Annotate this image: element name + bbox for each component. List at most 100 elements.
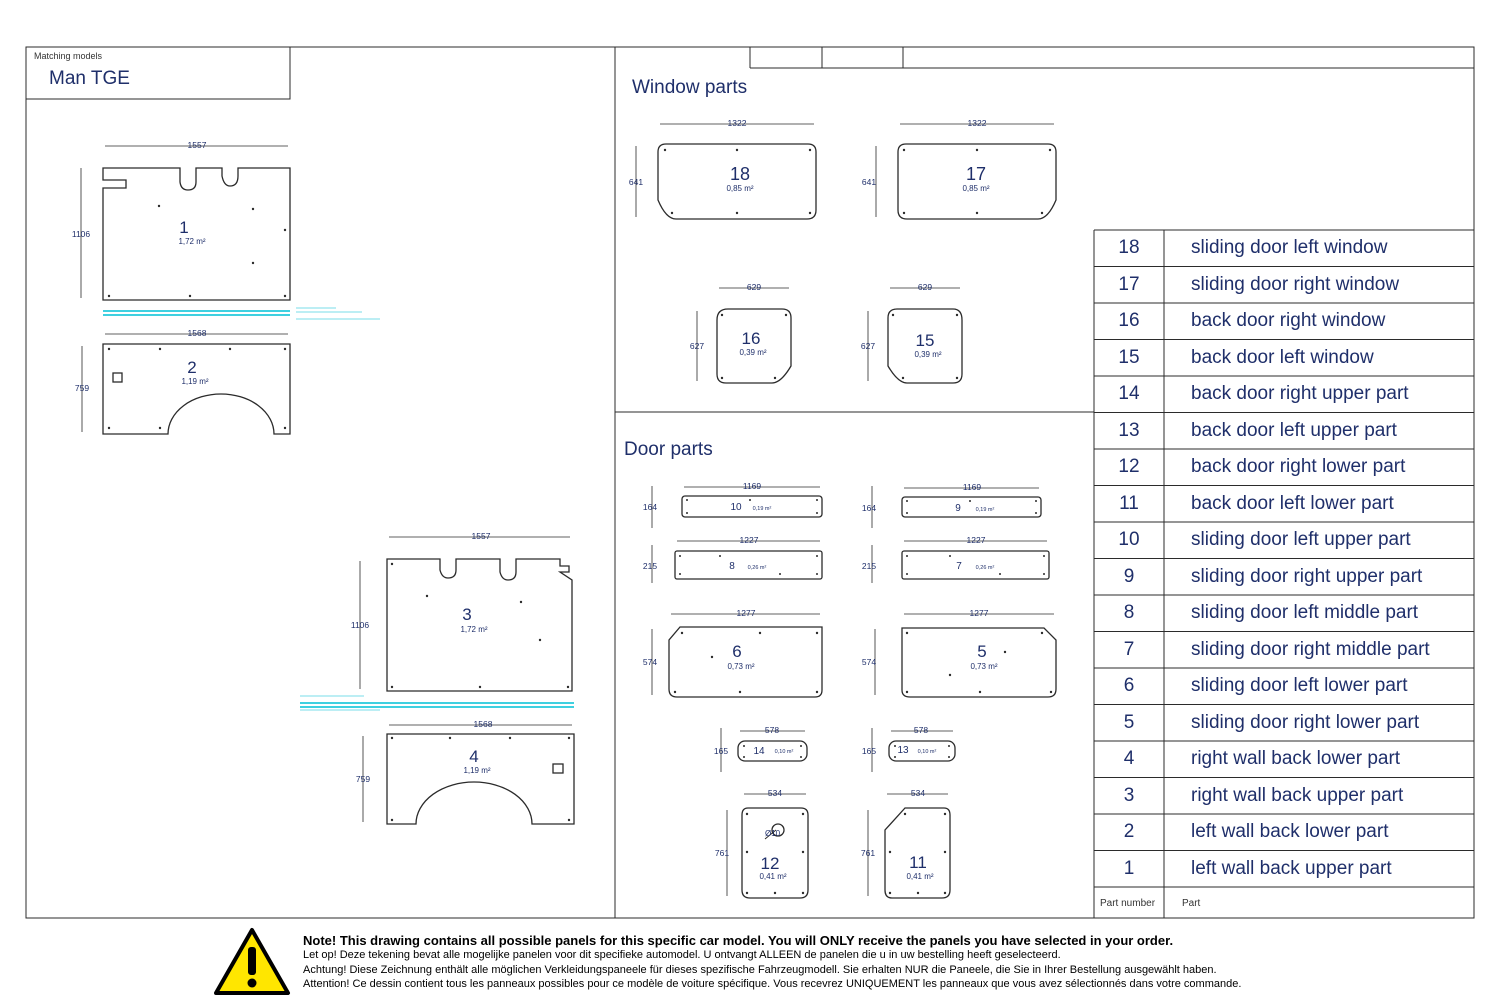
panel-17-area: 0,85 m²: [962, 184, 989, 193]
panel-16-area: 0,39 m²: [739, 348, 766, 357]
part-number: 1: [1123, 857, 1135, 879]
panel-10-width-dim: 1169: [743, 481, 762, 491]
part-number: 12: [1118, 456, 1140, 478]
panel-8-number: 8: [729, 561, 735, 572]
panel-3-area: 1,72 m²: [460, 625, 487, 634]
panel-3-outline: [386, 558, 573, 692]
parts-row: 3 right wall back upper part: [1094, 778, 1474, 815]
panel-18-height-dim: 641: [629, 177, 643, 187]
panel-8-outline: [674, 550, 823, 580]
panel-18-width-dim: 1322: [728, 118, 747, 128]
panel-4-number: 4: [469, 747, 478, 766]
part-name: sliding door right window: [1191, 273, 1400, 295]
panel-12-height-dim: 761: [715, 848, 729, 858]
panel-6-area: 0,73 m²: [727, 662, 754, 671]
door-parts-title: Door parts: [624, 439, 713, 460]
panel-9-width-dim: 1169: [963, 482, 982, 492]
mounting-holes: [107, 148, 1053, 895]
panel-16-width-dim: 629: [747, 282, 761, 292]
panel-3-width-dim: 1557: [472, 531, 491, 541]
panel-1-height-dim: 1106: [72, 229, 91, 239]
part-name: right wall back lower part: [1191, 748, 1401, 770]
part-number: 4: [1123, 748, 1135, 770]
panel-2-outline: [102, 343, 291, 435]
parts-row: 17 sliding door right window: [1094, 267, 1474, 304]
panel-9-number: 9: [955, 503, 961, 514]
part-number: 14: [1118, 383, 1140, 405]
panel-16-number: 16: [742, 329, 761, 348]
panel-6-height-dim: 574: [643, 657, 657, 667]
panel-8-width-dim: 1227: [740, 535, 759, 545]
dimension-labels: 1557110615687591557110615687591322641132…: [72, 118, 989, 858]
part-number: 13: [1118, 419, 1140, 441]
part-number: 8: [1123, 602, 1135, 624]
panel-15-outline: [887, 308, 963, 384]
panel-18-outline: [657, 143, 817, 220]
panel-9-height-dim: 164: [862, 503, 876, 513]
panel-1-number: 1: [179, 218, 188, 237]
panel-14-width-dim: 578: [765, 725, 779, 735]
warning-icon: [214, 928, 290, 995]
column-header-part: Part: [1182, 897, 1201, 909]
model-name: Man TGE: [49, 68, 130, 89]
panel-13-area: 0,10 m²: [918, 749, 937, 755]
part-name: left wall back lower part: [1191, 821, 1389, 843]
panel-3-height-dim: 1106: [351, 620, 370, 630]
part-number: 2: [1123, 821, 1135, 843]
panel-11-number: 11: [909, 853, 927, 872]
panel-11-width-dim: 534: [911, 788, 925, 798]
part-number: 5: [1123, 711, 1135, 733]
parts-table-grid: [1093, 229, 1474, 918]
panel-17-number: 17: [966, 164, 986, 184]
panel-12-area: 0,41 m²: [759, 872, 786, 881]
panel-17-width-dim: 1322: [968, 118, 987, 128]
note-german: Achtung! Diese Zeichnung enthält alle mö…: [303, 963, 1217, 976]
hole-diameter-label: Ø10: [765, 829, 781, 838]
parts-table-footer: Part number Part: [1094, 888, 1474, 918]
part-number: 18: [1118, 237, 1140, 259]
panel-14-area: 0,10 m²: [775, 749, 794, 755]
panel-4-height-dim: 759: [356, 774, 370, 784]
panel-5-width-dim: 1277: [970, 608, 989, 618]
panel-10-outline: [681, 495, 823, 518]
panel-4-cutout: [552, 763, 564, 774]
panel-9-area: 0,19 m²: [976, 507, 995, 513]
column-header-part-number: Part number: [1100, 897, 1156, 909]
panel-13-width-dim: 578: [914, 725, 928, 735]
disclaimer-note: Note! This drawing contains all possible…: [303, 933, 1483, 992]
panel-5-height-dim: 574: [862, 657, 876, 667]
panel-6-width-dim: 1277: [737, 608, 756, 618]
part-number: 17: [1118, 273, 1140, 295]
panel-4-area: 1,19 m²: [463, 766, 490, 775]
part-name: back door right upper part: [1191, 383, 1409, 405]
part-number: 7: [1123, 638, 1135, 660]
part-number: 11: [1119, 492, 1139, 514]
part-number: 6: [1123, 675, 1135, 697]
part-name: sliding door right lower part: [1191, 711, 1420, 733]
part-number: 3: [1123, 784, 1135, 806]
panel-2-width-dim: 1568: [188, 328, 207, 338]
matching-models-label: Matching models: [34, 51, 103, 61]
note-french: Attention! Ce dessin contient tous les p…: [303, 978, 1242, 990]
panel-8-area: 0,26 m²: [748, 565, 767, 571]
panel-13-outline: [888, 740, 956, 762]
part-name: sliding door right upper part: [1191, 565, 1423, 587]
part-name: back door left window: [1191, 346, 1374, 368]
panel-15-area: 0,39 m²: [914, 350, 941, 359]
panel-4-outline: [386, 733, 575, 825]
panel-10-number: 10: [730, 502, 742, 513]
panel-15-height-dim: 627: [861, 341, 875, 351]
part-name: right wall back upper part: [1191, 784, 1404, 806]
panel-2-area: 1,19 m²: [181, 377, 208, 386]
